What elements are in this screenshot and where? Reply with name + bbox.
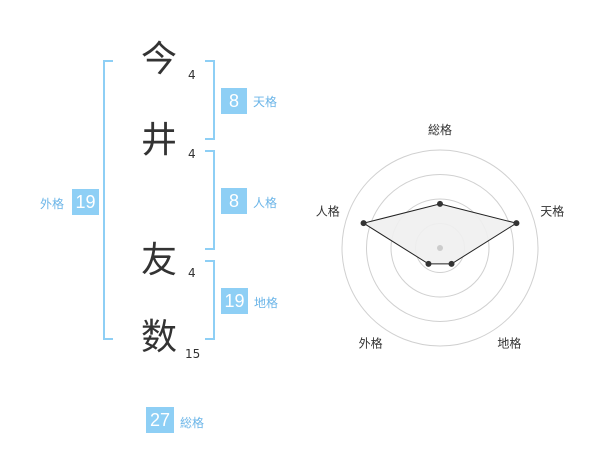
- radar-axis-label-2: 天格: [540, 204, 564, 219]
- stroke-count-1: 4: [188, 68, 196, 82]
- tenkaku-label: 天格: [253, 95, 278, 109]
- radar-area: [362, 203, 518, 265]
- jinkaku-value: 8: [221, 188, 247, 214]
- radar-point-5: [360, 220, 367, 227]
- radar-axis-label-5: 人格: [316, 204, 340, 219]
- radar-ring: [341, 149, 539, 347]
- chikaku-label: 地格: [254, 296, 279, 310]
- radar-point-2: [513, 220, 520, 227]
- jinkaku-label: 人格: [253, 196, 278, 210]
- radar-center: [437, 245, 443, 251]
- gaikaku-bracket: [103, 60, 113, 340]
- tenkaku-bracket: [205, 60, 215, 140]
- name-char-1: 今: [141, 39, 178, 80]
- stroke-count-3: 4: [188, 266, 196, 280]
- radar-point-3: [448, 260, 455, 267]
- tenkaku-value: 8: [221, 88, 247, 114]
- radar-axis-label-1: 総格: [428, 122, 452, 137]
- soukaku-label: 総格: [180, 416, 205, 430]
- name-char-2: 井: [141, 120, 178, 161]
- chikaku-bracket: [205, 260, 215, 340]
- radar-ring: [366, 174, 514, 322]
- stroke-count-4: 15: [185, 347, 201, 361]
- radar-point-4: [425, 260, 432, 267]
- jinkaku-bracket: [205, 150, 215, 250]
- gaikaku-label: 外格: [40, 197, 65, 211]
- radar-point-1: [437, 200, 443, 207]
- radar-axis-label-4: 外格: [359, 336, 383, 351]
- name-char-4: 数: [141, 317, 178, 358]
- radar-ring: [390, 198, 490, 298]
- soukaku-value: 27: [146, 407, 174, 433]
- name-char-3: 友: [141, 240, 178, 281]
- chikaku-value: 19: [221, 288, 248, 314]
- gaikaku-value: 19: [72, 189, 99, 215]
- radar-axis-label-3: 地格: [497, 336, 521, 351]
- stroke-count-2: 4: [188, 147, 196, 161]
